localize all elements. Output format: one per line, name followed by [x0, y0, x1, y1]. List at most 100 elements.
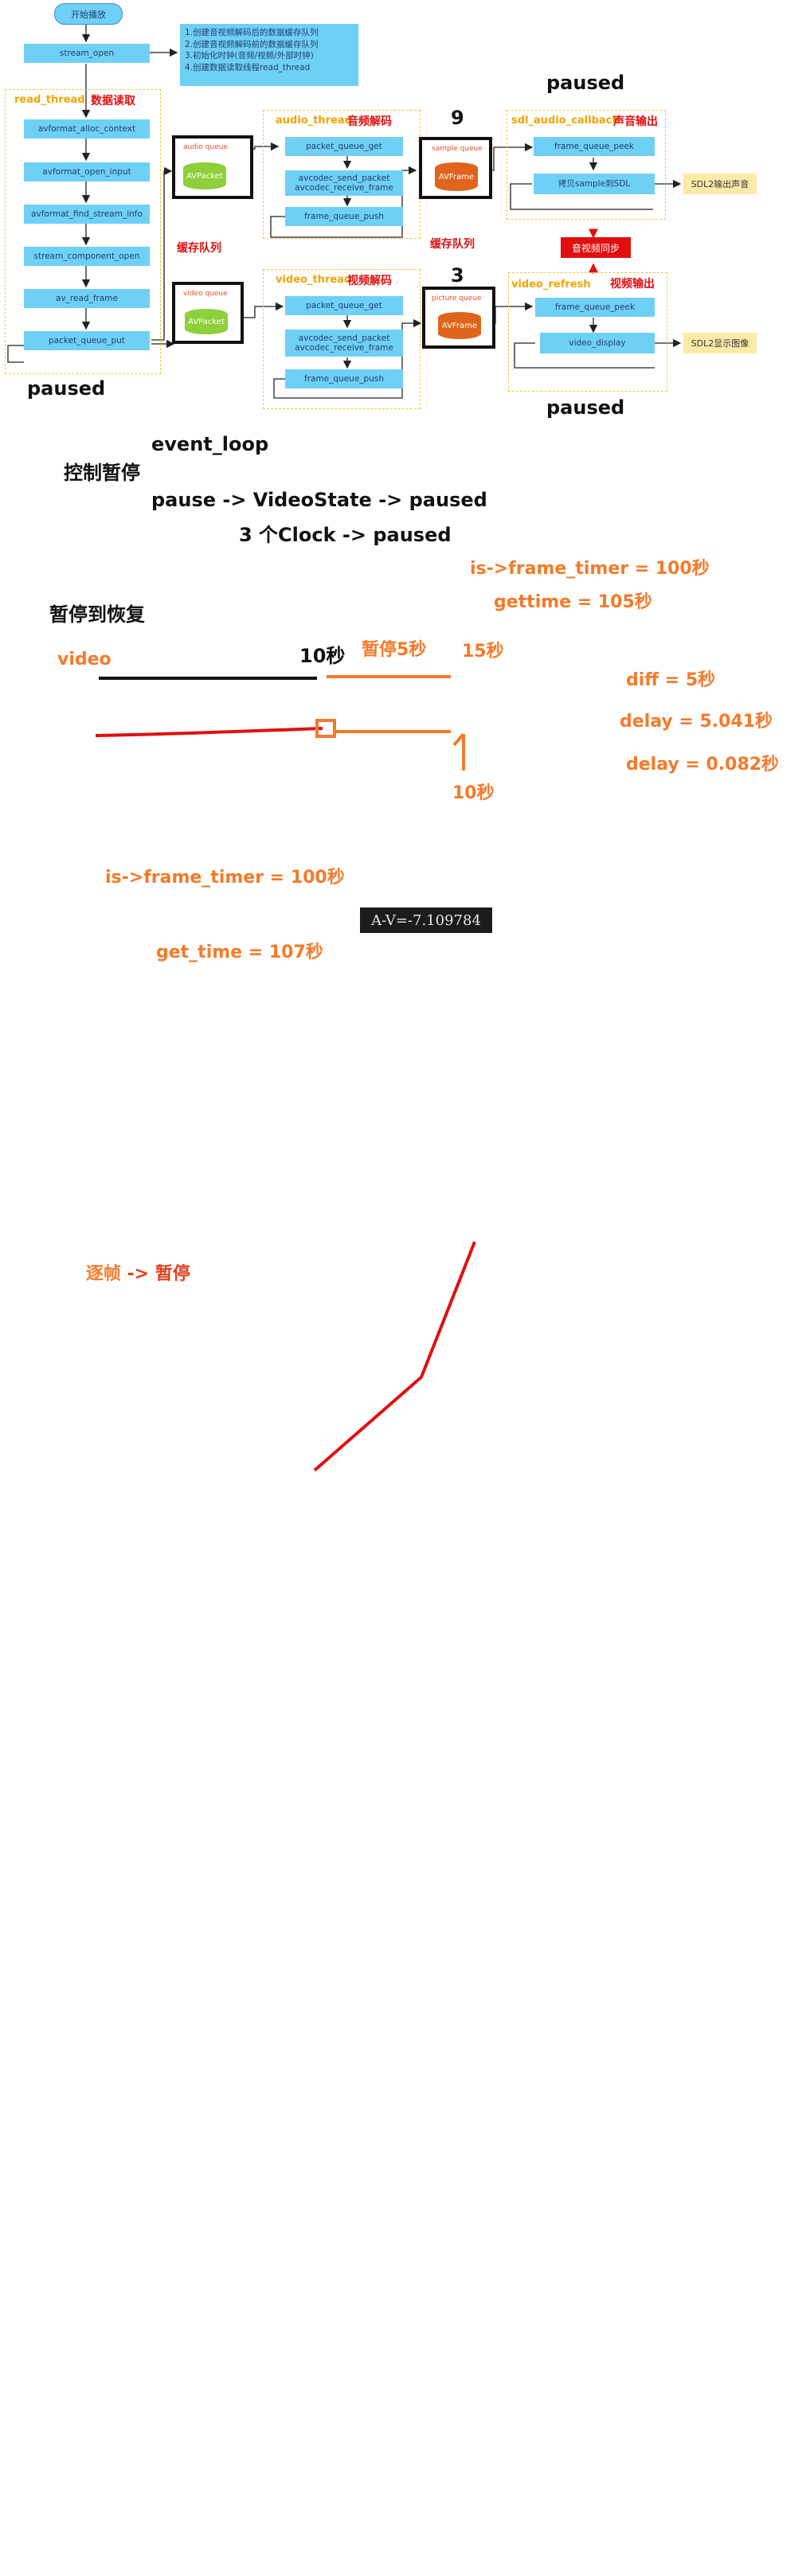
- step-label: frame_queue_push: [304, 211, 384, 221]
- video-thread-title-cn: 视频解码: [347, 275, 392, 287]
- step-label: video_display: [569, 338, 626, 348]
- audio-queue-label: audio queue: [183, 143, 228, 151]
- step-packet-queue-put: packet_queue_put: [24, 331, 150, 350]
- pause-resume-title: 暂停到恢复: [49, 603, 145, 626]
- video-packet-label: AVPacket: [188, 317, 225, 326]
- read-thread-title: read_thread: [14, 94, 85, 106]
- audio-thread-title-cn: 音频解码: [347, 115, 392, 128]
- paused-left: paused: [27, 377, 106, 400]
- count-audio: 9: [451, 107, 464, 129]
- sample-queue-box: sample queue AVFrame: [419, 137, 492, 199]
- video-thread-group: [263, 269, 421, 409]
- pause-chain-text: pause -> VideoState -> paused: [151, 489, 487, 511]
- step-frame-label: 逐帧: [86, 1264, 122, 1284]
- step-frame-text: 逐帧 -> 暂停: [86, 1259, 190, 1285]
- sample-frame-cylinder: AVFrame: [435, 162, 478, 191]
- read-thread-title-cn: 数据读取: [91, 95, 135, 107]
- step-label: avformat_alloc_context: [37, 123, 136, 134]
- control-pause-text: 控制暂停: [64, 462, 140, 484]
- video-queue-box: video queue AVPacket: [172, 282, 244, 344]
- sdl-audio-output: SDL2输出声音: [683, 174, 757, 194]
- video-refresh-group: [508, 272, 667, 392]
- clock-chain-text: 3 个Clock -> paused: [239, 524, 452, 546]
- picture-frame-label: AVFrame: [441, 321, 478, 330]
- sample-frame-label: AVFrame: [438, 172, 475, 181]
- init-notes: 1.创建音视频解码后的数据缓存队列 2.创建音视频解码前的数据缓存队列 3.初始…: [180, 24, 358, 86]
- diff-text: diff = 5秒: [626, 670, 716, 690]
- timeline-red: [95, 727, 323, 737]
- red-stroke: [313, 1241, 476, 1472]
- step-label: frame_queue_peek: [554, 302, 636, 312]
- video-decode: avcodec_send_packet avcodec_receive_fram…: [285, 330, 403, 357]
- step-label: avformat_open_input: [42, 166, 131, 177]
- up-arrow: [452, 732, 465, 771]
- output-label: SDL2显示图像: [691, 338, 749, 349]
- audio-packet-cylinder: AVPacket: [183, 162, 226, 189]
- step-label: packet_queue_get: [306, 300, 382, 310]
- delay-1-text: delay = 5.041秒: [620, 712, 773, 732]
- audio-decode: avcodec_send_packet avcodec_receive_fram…: [285, 170, 403, 196]
- video-frame-queue-push: frame_queue_push: [285, 369, 403, 388]
- step-read-frame: av_read_frame: [24, 289, 150, 308]
- start-label: 开始播放: [71, 9, 106, 20]
- av-sync-box: 音视频同步: [561, 237, 631, 258]
- video-refresh-title-cn: 视频输出: [610, 278, 655, 291]
- init-note-1: 1.创建音视频解码后的数据缓存队列: [185, 28, 319, 37]
- frame-timer-1: is->frame_timer = 100秒: [470, 559, 710, 579]
- step-find-stream-info: avformat_find_stream_info: [24, 205, 150, 224]
- sdl-audio-title-cn: 声音输出: [613, 115, 658, 128]
- av-diff-label: A-V=-7.109784: [371, 911, 481, 929]
- start-node: 开始播放: [54, 3, 123, 25]
- video-display: video_display: [540, 333, 655, 353]
- stream-open-label: stream_open: [59, 48, 115, 58]
- paused-top-right: paused: [546, 72, 625, 94]
- picture-queue-box: picture queue AVFrame: [422, 287, 495, 349]
- step-label: av_read_frame: [56, 293, 118, 303]
- count-video: 3: [451, 264, 464, 287]
- step-alloc-context: avformat_alloc_context: [24, 119, 150, 139]
- init-note-2: 2.创建音视频解码前的数据缓存队列: [185, 39, 319, 49]
- video-queue-label: video queue: [183, 290, 228, 298]
- sdl-audio-group: [507, 110, 666, 220]
- picture-queue-label: picture queue: [432, 295, 482, 302]
- init-note-3: 3.初始化时钟(音频/视频/外部时钟): [185, 51, 314, 61]
- video-packet-cylinder: AVPacket: [185, 309, 228, 334]
- get-time-text: get_time = 107秒: [156, 943, 323, 962]
- cache-queue-right: 缓存队列: [430, 238, 475, 251]
- audio-packet-queue-get: packet_queue_get: [285, 137, 403, 156]
- stream-open-box: stream_open: [24, 44, 150, 63]
- sdl-video-output: SDL2显示图像: [683, 333, 757, 353]
- read-thread-group: [5, 89, 161, 374]
- step-label: frame_queue_push: [304, 373, 384, 384]
- pause-marker: [315, 719, 336, 738]
- fifteen-sec: 15秒: [462, 642, 504, 662]
- pause-5s: 暂停5秒: [362, 640, 427, 660]
- audio-queue-box: audio queue AVPacket: [172, 135, 253, 199]
- video-packet-queue-get: packet_queue_get: [285, 296, 403, 315]
- sdl-audio-title: sdl_audio_callback: [511, 115, 620, 127]
- video-label: video: [57, 650, 112, 669]
- cache-queue-left: 缓存队列: [177, 242, 221, 255]
- audio-packet-label: AVPacket: [186, 171, 223, 181]
- copy-sample-to-sdl: 拷贝sample到SDL: [534, 174, 655, 194]
- step-component-open: stream_component_open: [24, 247, 150, 266]
- step-frame-arrow: -> 暂停: [121, 1264, 190, 1284]
- step-label: 拷贝sample到SDL: [558, 178, 631, 189]
- step-label: avformat_find_stream_info: [31, 209, 143, 219]
- delay-2-text: delay = 0.082秒: [626, 755, 780, 775]
- event-loop-text: event_loop: [151, 433, 269, 455]
- picture-frame-cylinder: AVFrame: [438, 312, 481, 339]
- video-thread-title: video_thread: [276, 274, 352, 286]
- step-label: frame_queue_peek: [554, 141, 635, 151]
- video-refresh-title: video_refresh: [511, 279, 591, 291]
- step-label: avcodec_send_packet avcodec_receive_fram…: [295, 333, 393, 353]
- step-label: packet_queue_get: [306, 141, 382, 151]
- ten-sec-bottom: 10秒: [452, 783, 495, 803]
- gettime-1: gettime = 105秒: [494, 592, 652, 612]
- ten-sec-top: 10秒: [299, 645, 346, 667]
- step-label: avcodec_send_packet avcodec_receive_fram…: [295, 173, 393, 193]
- frame-timer-2: is->frame_timer = 100秒: [105, 868, 345, 888]
- sample-queue-label: sample queue: [432, 145, 483, 153]
- output-label: SDL2输出声音: [691, 179, 749, 189]
- audio-thread-title: audio_thread: [276, 115, 352, 127]
